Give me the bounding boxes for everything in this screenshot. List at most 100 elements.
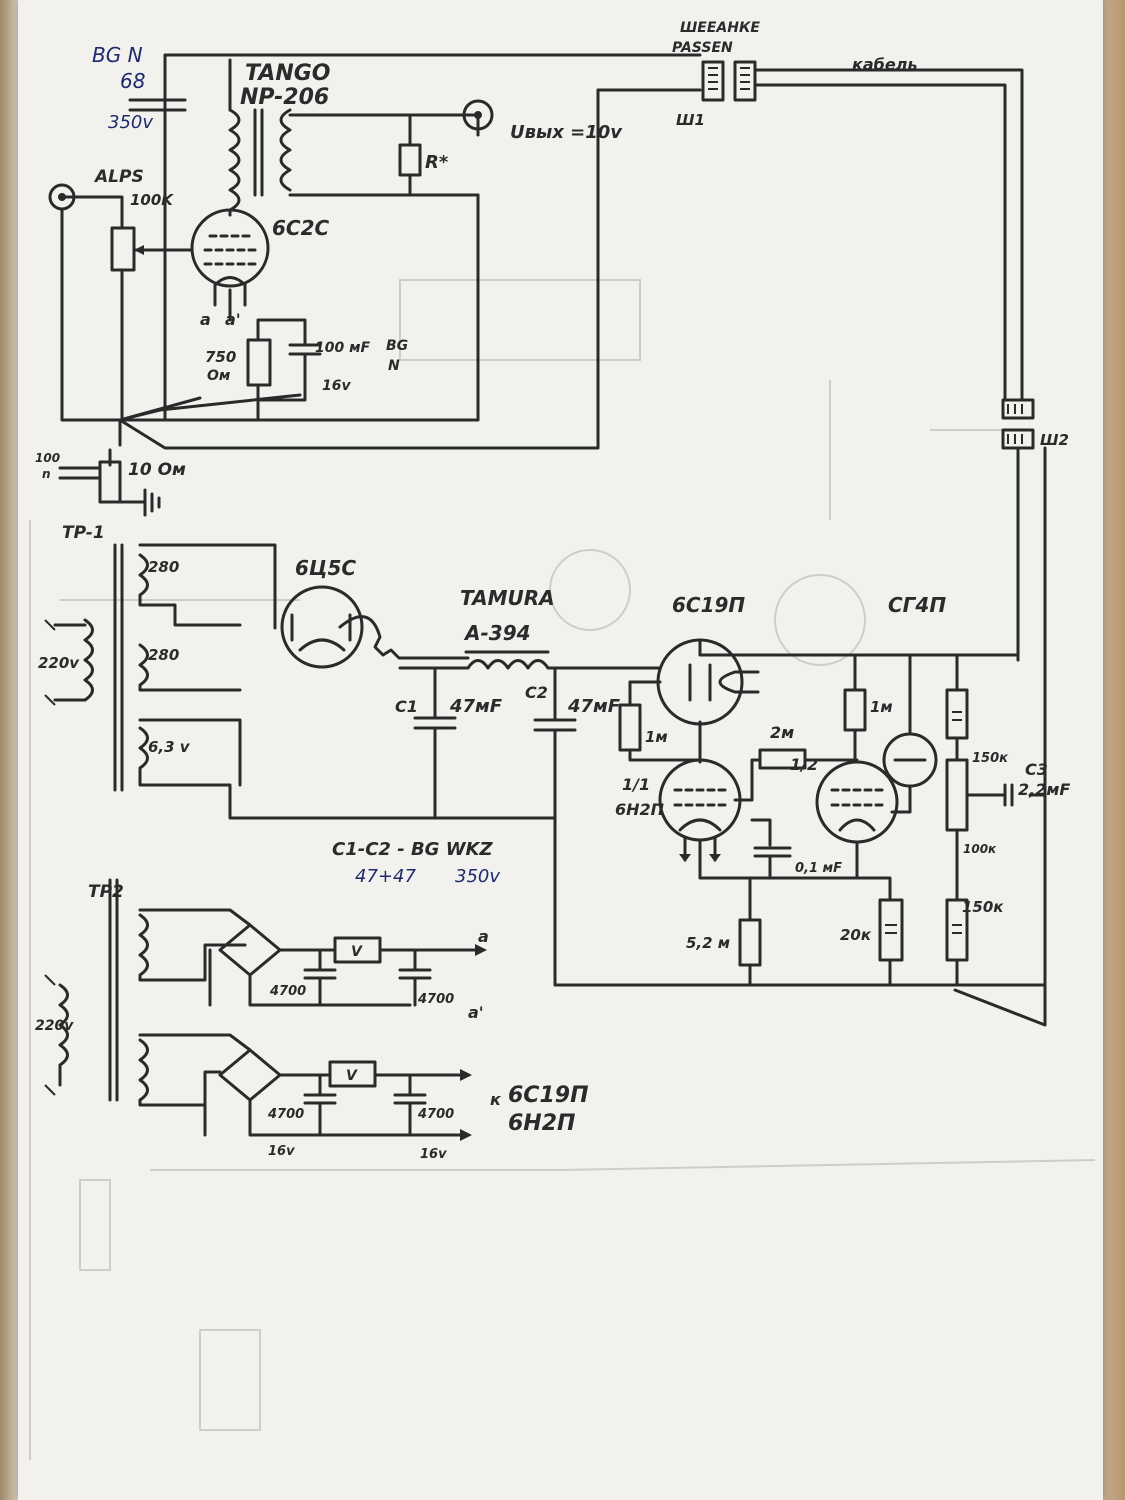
tr2-label: TP2: [88, 882, 124, 902]
cathode-cap-voltage: 16v: [322, 378, 351, 394]
capacitor-c3: [955, 783, 1047, 902]
winding-1-label: 280: [148, 558, 179, 576]
ground-resistor-value: 10 Ом: [128, 460, 186, 480]
ground-cap-unit: n: [42, 467, 51, 481]
capacitor-01mf: [750, 818, 792, 880]
cap-a2-label: 4700: [417, 992, 454, 1007]
output-jack-icon: [462, 99, 494, 131]
cathode-resistor-value: 750: [205, 348, 236, 366]
connector-sh1-label: Ш1: [676, 111, 705, 129]
target-tube-2: 6Н2П: [508, 1111, 575, 1136]
cap-b2-label: 4700: [417, 1107, 454, 1122]
rectifier-heater-lead: [338, 615, 470, 660]
tr2-mains-voltage: 220v: [35, 1018, 74, 1034]
cable-label: кабель: [852, 55, 918, 74]
connector-sh2-label: Ш2: [1040, 431, 1069, 449]
cathode-resistor: [246, 338, 272, 387]
tube-6c2c-label: 6C2C: [272, 216, 330, 240]
heater-a-label: a: [200, 310, 211, 329]
connector-label-top: ШЕЕАНКЕ: [680, 20, 760, 36]
c2-label: C2: [525, 683, 548, 702]
out-a-prime-label: a': [468, 1003, 484, 1022]
tr1-label: TP-1: [62, 523, 105, 543]
cap-01-label: 0,1 мF: [795, 861, 842, 876]
note-n: N: [388, 358, 400, 374]
resistor-150k-a: [945, 688, 969, 740]
rectifier-tube-label: 6Ц5С: [295, 556, 356, 580]
mains-voltage-tr1: 220v: [38, 654, 80, 672]
coupling-capacitor: [128, 98, 187, 112]
connector-sh2-top: [1001, 398, 1035, 420]
c3-label: C3: [1025, 760, 1048, 779]
tube-sg4p-label: СГ4П: [888, 593, 946, 617]
r-100k-label: 100к: [963, 842, 997, 856]
tube-6c2c-icon: [190, 208, 270, 288]
resistor-100k-pot: [945, 758, 969, 832]
note-bg: BG: [386, 338, 408, 354]
capacitor-c1: [413, 666, 457, 820]
pot-brand: ALPS: [93, 167, 144, 187]
winding-2-label: 280: [148, 646, 179, 664]
connector-label-top-2: PASSEN: [672, 40, 733, 56]
note-cap-voltage: 350v: [108, 112, 153, 133]
winding-3-label: 6,3 v: [148, 738, 191, 756]
connector-sh1-right: [733, 60, 757, 102]
tube-6c19p-label: 6C19П: [672, 593, 745, 617]
c1-label: C1: [395, 697, 418, 716]
r-150k-a-label: 150к: [972, 751, 1009, 766]
bridge-rectifier-lower: [218, 1048, 282, 1102]
choke-tamura: [398, 659, 662, 670]
top-amplifier-stage: [48, 53, 702, 517]
c2-value: 47мF: [567, 696, 621, 717]
r-star-label: R*: [425, 152, 449, 173]
r-52m-label: 5,2 м: [686, 934, 730, 952]
tube-6n2p-half2-icon: [815, 760, 899, 844]
paper-sheet: [18, 0, 1103, 1500]
r-1m-b-label: 1м: [870, 698, 893, 716]
psu-high-voltage: [44, 543, 1047, 987]
cathode-cap-value: 100 мF: [315, 340, 371, 356]
cable-line: [753, 68, 1024, 402]
tube-6n2p-half1-icon: [658, 758, 742, 842]
half-1-label: 1/1: [622, 775, 650, 794]
cathode-resistor-unit: Ом: [207, 368, 230, 384]
regulator-upper-symbol: V: [351, 944, 363, 960]
transformer-model: NP-206: [240, 85, 329, 110]
c3-value: 2,2мF: [1018, 780, 1070, 799]
ground-resistor-10ohm: [98, 460, 122, 504]
bleed-through: [29, 279, 1096, 1460]
resistor-1m-a: [618, 703, 642, 752]
volume-potentiometer-alps: [110, 226, 136, 272]
bridge-rectifier-upper: [218, 923, 282, 977]
target-tube-1: 6С19П: [508, 1083, 588, 1108]
note-cap-value: 68: [120, 69, 145, 93]
regulator-lower-symbol: V: [346, 1068, 358, 1084]
heater-a-prime-label: a': [225, 310, 241, 329]
output-voltage: Uвых =10v: [510, 122, 623, 143]
psu-low-voltage: [44, 878, 487, 1141]
tube-6n2p-label: 6Н2П: [615, 800, 665, 819]
caps-note: C1-C2 - BG WKZ: [332, 839, 494, 860]
transformer-brand: TANGO: [245, 61, 331, 86]
r-20k-label: 20к: [840, 926, 872, 944]
cap-b1-label: 4700: [267, 1107, 304, 1122]
cap-b1-voltage: 16v: [268, 1144, 295, 1159]
transformer-core: [253, 108, 264, 197]
cap-a1-label: 4700: [269, 984, 306, 999]
choke-model: A-394: [463, 621, 531, 645]
note-cap-type: BG N: [92, 43, 143, 67]
tr2-core: [108, 878, 119, 1102]
caps-note-voltage: 350v: [455, 866, 500, 887]
voltage-regulator: [618, 638, 1047, 987]
choke-brand: TAMURA: [460, 586, 555, 610]
labels: BG N 68 350v TANGO NP-206 R* Uвых =10v Ш…: [35, 20, 1070, 1162]
r-2m-label: 2м: [770, 723, 794, 742]
caps-note-values: 47+47: [355, 866, 416, 887]
resistor-r-star: [398, 143, 422, 177]
resistor-1m-b: [843, 688, 867, 732]
r-150k-b-label: 150к: [962, 898, 1004, 916]
transformer-secondary: [279, 108, 480, 197]
tr2-primary: [58, 983, 69, 1087]
ground-cap-value: 100: [35, 451, 60, 465]
